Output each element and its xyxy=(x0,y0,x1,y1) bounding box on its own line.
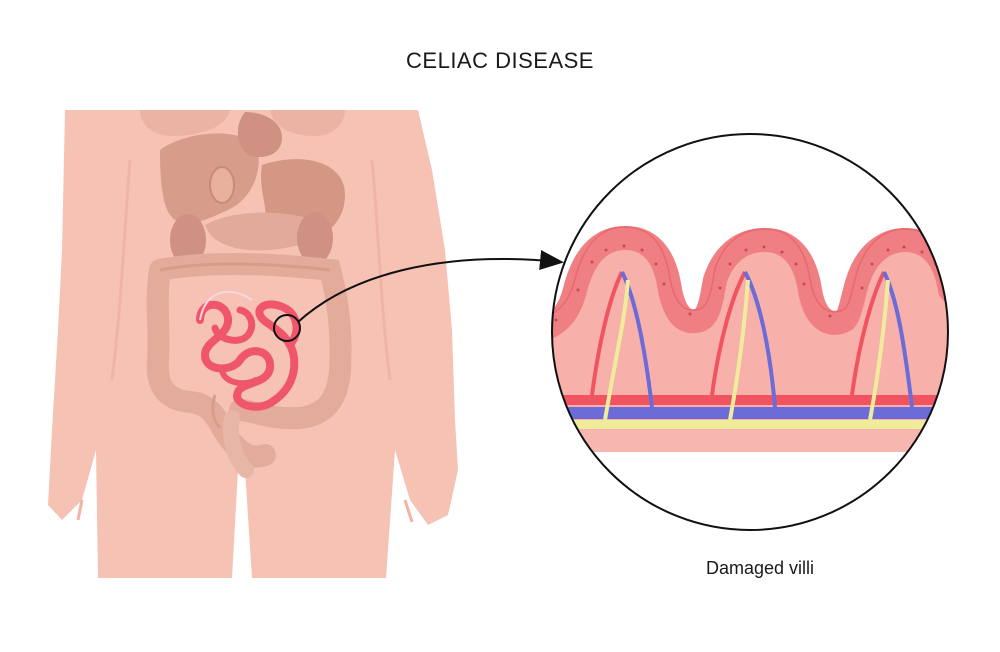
highlight-circle xyxy=(273,314,301,342)
epithelium-layer xyxy=(552,226,948,342)
villi-tissue xyxy=(552,238,948,440)
zoom-circle-border xyxy=(551,133,949,531)
body-outline xyxy=(48,110,458,578)
villi-caption: Damaged villi xyxy=(705,558,815,578)
liver xyxy=(160,133,259,224)
internal-organs xyxy=(140,110,352,478)
diagram-title: CELIAC DISEASE xyxy=(406,48,594,73)
villus-1-vessels xyxy=(590,271,654,421)
pointer-arrow xyxy=(297,250,564,323)
villus-3-vessels xyxy=(850,271,914,421)
villus-2-vessels xyxy=(710,271,777,421)
vein-band xyxy=(552,407,948,419)
zoom-circle xyxy=(551,133,949,531)
lacteal-band xyxy=(552,420,948,429)
torso-silhouette xyxy=(48,110,458,578)
lungs xyxy=(140,110,230,136)
artery-band xyxy=(552,395,948,405)
small-intestine xyxy=(196,290,301,411)
